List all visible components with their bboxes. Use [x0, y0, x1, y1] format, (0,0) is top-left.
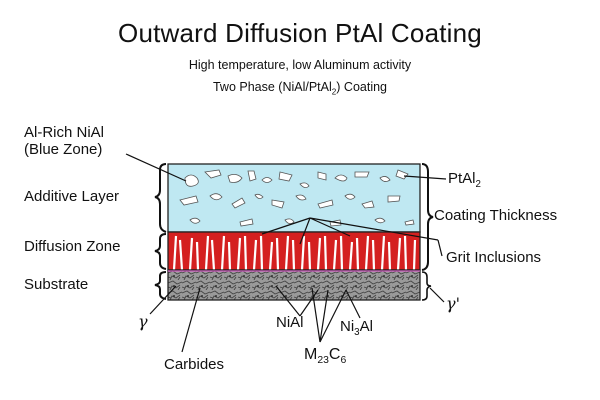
leader-lines — [125, 153, 447, 353]
substrate-right-brace — [421, 271, 432, 301]
al-rich-nial-label: Al-Rich NiAl (Blue Zone) — [24, 124, 105, 158]
ni3al-label: Ni3Al — [340, 318, 373, 338]
substrate-label: Substrate — [24, 276, 89, 293]
additive-layer-label: Additive Layer — [24, 188, 120, 205]
coating-thickness-brace — [421, 163, 434, 271]
subtitle-line-2: Two Phase (NiAl/PtAl2) Coating — [212, 80, 388, 97]
gamma-prime-label: γ' — [446, 294, 460, 313]
grit-inclusions-label: Grit Inclusions — [446, 249, 542, 266]
ptal2-particles — [179, 169, 415, 227]
ptal2-label: PtAl2 — [448, 170, 481, 190]
diffusion-zone-grains — [172, 235, 417, 271]
coating-thickness-label: Coating Thickness — [434, 207, 558, 224]
diffusion-zone-brace — [154, 233, 167, 270]
subtitle-line-1: High temperature, low Aluminum activity — [188, 58, 412, 72]
additive-layer-brace — [154, 163, 167, 233]
gamma-label: γ — [138, 312, 148, 331]
substrate-band — [167, 269, 421, 301]
nial-label: NiAl — [276, 314, 304, 331]
carbides-label: Carbides — [164, 356, 225, 373]
substrate-brace — [154, 271, 167, 300]
m23c6-label: M23C6 — [304, 346, 347, 367]
diffusion-zone-label: Diffusion Zone — [24, 238, 121, 255]
diagram-title: Outward Diffusion PtAl Coating — [118, 18, 482, 48]
